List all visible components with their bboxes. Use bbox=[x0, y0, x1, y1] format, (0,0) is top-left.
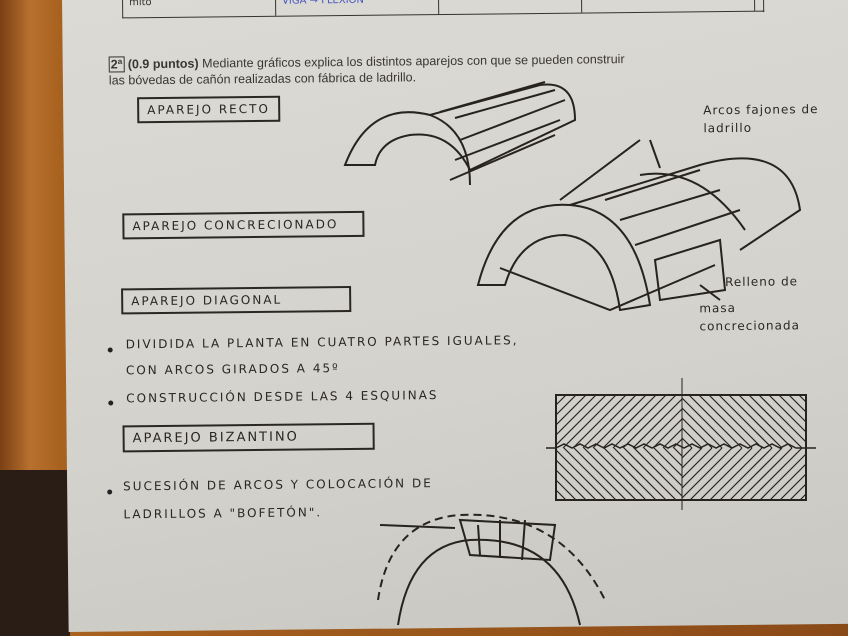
hatch-line bbox=[718, 394, 773, 449]
hatch-line bbox=[603, 447, 657, 501]
hatch-line bbox=[592, 394, 647, 449]
hatch-line bbox=[612, 394, 667, 449]
hatch-line bbox=[699, 447, 753, 501]
hatch-line bbox=[563, 447, 617, 501]
hatch-line bbox=[759, 453, 807, 501]
hatch-line bbox=[633, 447, 683, 497]
hatch-line bbox=[689, 447, 743, 501]
hatch-line bbox=[622, 394, 677, 449]
hatch-line bbox=[555, 459, 597, 501]
hatch-line bbox=[709, 447, 763, 501]
hatch-line bbox=[681, 447, 703, 469]
hatch-line bbox=[652, 418, 683, 449]
hatch-line bbox=[688, 394, 743, 449]
hatch-line bbox=[798, 394, 807, 403]
hatch-line bbox=[573, 447, 627, 501]
hatch-line bbox=[672, 438, 683, 449]
hatch-line bbox=[681, 437, 693, 449]
hatch-line bbox=[728, 394, 783, 449]
hatch-line bbox=[681, 417, 713, 449]
hatch-line bbox=[555, 394, 597, 436]
hatch-line bbox=[572, 394, 627, 449]
hatch-line bbox=[555, 469, 587, 501]
hatch-line bbox=[642, 408, 683, 449]
hatch-line bbox=[788, 394, 807, 413]
hatch-line bbox=[729, 447, 783, 501]
hatch-line bbox=[779, 473, 807, 501]
hatch-line bbox=[719, 447, 773, 501]
hatch-line bbox=[555, 489, 567, 501]
hatch-line bbox=[708, 394, 763, 449]
hatch-line bbox=[632, 398, 683, 449]
hatch-line bbox=[681, 427, 703, 449]
hatch-line bbox=[602, 394, 657, 449]
hatch-line bbox=[758, 394, 807, 443]
hatch-line bbox=[662, 428, 683, 449]
hatch-line bbox=[738, 394, 793, 449]
hatch-line bbox=[555, 394, 567, 406]
hatch-line bbox=[681, 447, 733, 499]
hatch-line bbox=[681, 447, 723, 489]
hatch-line bbox=[681, 447, 693, 459]
bizantino-arch-sketch bbox=[377, 513, 606, 626]
hatch-line bbox=[769, 463, 807, 501]
hatch-line bbox=[613, 447, 667, 501]
hatch-line bbox=[681, 407, 723, 449]
hatch-line bbox=[681, 397, 733, 449]
background-shadow bbox=[0, 470, 70, 636]
hatch-line bbox=[768, 394, 807, 433]
hatch-line bbox=[583, 447, 637, 501]
hatch-line bbox=[643, 447, 683, 487]
hatch-line bbox=[698, 394, 753, 449]
hatch-line bbox=[663, 447, 683, 467]
hatch-line bbox=[749, 447, 803, 501]
hatch-line bbox=[582, 394, 637, 449]
hatch-line bbox=[593, 447, 647, 501]
hatch-line bbox=[748, 394, 803, 449]
hatch-line bbox=[555, 479, 577, 501]
hatch-line bbox=[739, 447, 793, 501]
hatch-line bbox=[673, 447, 683, 457]
hatch-line bbox=[623, 447, 677, 501]
hatch-line bbox=[555, 394, 577, 416]
barrel-vault-recto-sketch bbox=[343, 81, 577, 186]
hatch-line bbox=[789, 483, 807, 501]
hatch-line bbox=[681, 447, 713, 479]
hatch-line bbox=[555, 449, 607, 501]
hatch-line bbox=[799, 493, 807, 501]
hatch-line bbox=[653, 447, 683, 477]
hatch-line bbox=[562, 394, 617, 449]
diagonal-plan-sketch bbox=[546, 378, 816, 510]
barrel-vault-concrecionado-sketch bbox=[476, 139, 802, 312]
hatch-line bbox=[555, 394, 587, 426]
hatch-line bbox=[778, 394, 807, 423]
hatch-line bbox=[555, 394, 607, 446]
